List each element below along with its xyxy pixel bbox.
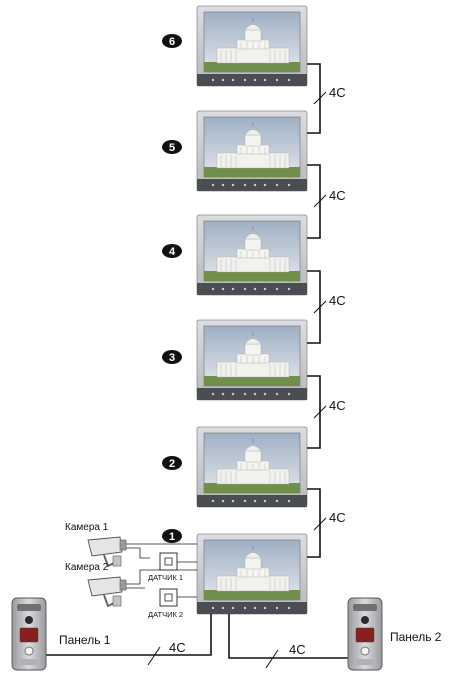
camera-1-icon	[87, 536, 127, 568]
monitor-number: 6	[169, 36, 175, 48]
monitor-number-badge: 4	[162, 244, 182, 258]
panel-2-icon	[347, 597, 383, 671]
chain-wire-4-3	[307, 270, 321, 344]
sensor-1-icon	[159, 552, 178, 571]
monitor-chain-wiring	[307, 63, 321, 558]
monitor-2	[196, 426, 308, 508]
monitor-4	[196, 214, 308, 296]
wire-tick	[147, 646, 161, 666]
monitor-number: 2	[169, 458, 175, 470]
camera-label: Камера 2	[65, 562, 109, 573]
monitor-number: 4	[169, 246, 176, 258]
panel-2-label: Панель 2	[390, 630, 442, 644]
monitor-number-badge: 1	[162, 529, 182, 543]
monitor-number: 5	[169, 142, 175, 154]
wire-label: 4C	[329, 510, 346, 525]
wire-tick	[313, 194, 327, 208]
monitor-number-badge: 5	[162, 140, 182, 154]
wire-tick	[313, 91, 327, 105]
wire-label: 4C	[329, 188, 346, 203]
monitor-number: 3	[169, 352, 175, 364]
monitors	[196, 5, 308, 615]
panel-1-wire-label: 4C	[169, 640, 186, 655]
panel-2-wire	[228, 614, 350, 659]
chain-wire-3-2	[307, 375, 321, 449]
monitor-1	[196, 533, 308, 615]
wire-tick-marks	[147, 646, 279, 669]
panel-1-label: Панель 1	[59, 633, 111, 647]
monitor-number-badges: 6 5 4 3 2 1	[162, 34, 182, 543]
panel-1-icon	[11, 597, 47, 671]
monitor-number-badge: 6	[162, 34, 182, 48]
wire-label: 4C	[329, 293, 346, 308]
wire-tick	[313, 405, 327, 419]
wire-tick	[265, 649, 279, 669]
chain-wire-6-5	[307, 63, 321, 134]
panel-wiring	[46, 614, 350, 659]
wire-label: 4C	[329, 398, 346, 413]
camera-1-wire	[126, 547, 150, 559]
camera-label: Камера 1	[65, 522, 109, 533]
monitor-6	[196, 5, 308, 87]
monitor-number: 1	[169, 531, 175, 543]
chain-wire-5-4	[307, 164, 321, 239]
monitor-number-badge: 3	[162, 350, 182, 364]
sensors: ДАТЧИК 1 ДАТЧИК 2	[148, 552, 183, 619]
wire-labels: 4C 4C 4C 4C 4C	[329, 85, 346, 525]
monitor-5	[196, 110, 308, 192]
monitor-3	[196, 319, 308, 401]
wire-tick	[313, 300, 327, 314]
panel-1-wire	[46, 614, 212, 656]
camera-2-icon	[87, 576, 127, 608]
wire-tick-marks	[313, 91, 327, 531]
panel-2-wire-label: 4C	[289, 642, 306, 657]
wire-label: 4C	[329, 85, 346, 100]
cameras: Камера 1 Камера 2	[65, 522, 127, 608]
chain-wire-2-1	[307, 488, 321, 558]
monitor-number-badge: 2	[162, 456, 182, 470]
sensor-2-icon	[159, 588, 178, 607]
wire-tick	[313, 517, 327, 531]
sensor-label: ДАТЧИК 2	[148, 610, 183, 619]
sensor-label: ДАТЧИК 1	[148, 573, 183, 582]
